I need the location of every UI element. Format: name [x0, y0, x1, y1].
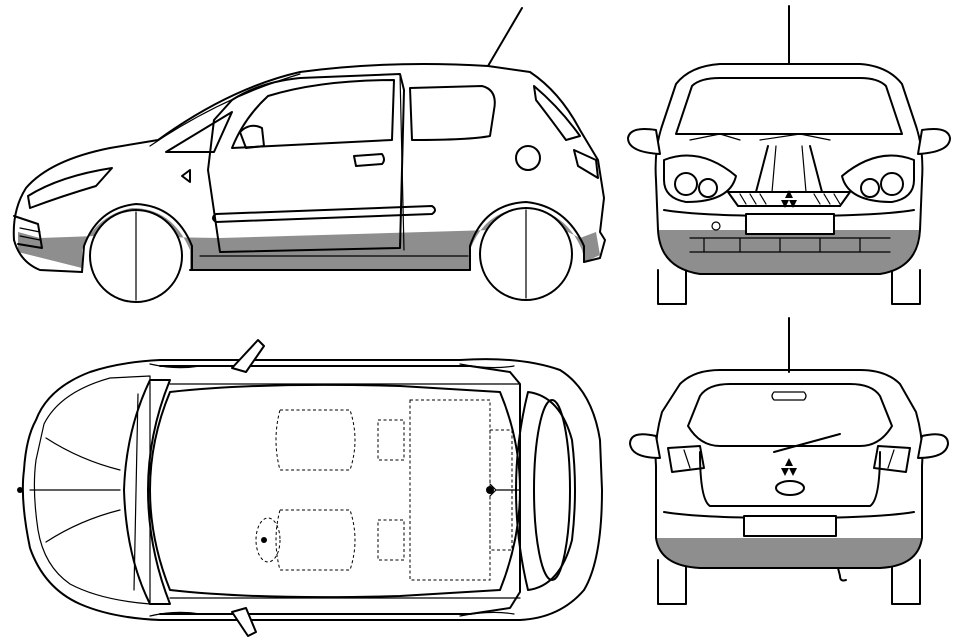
top-view: [17, 339, 603, 637]
front-view: [627, 5, 951, 305]
rear-view: [629, 317, 949, 605]
side-view: [12, 7, 606, 303]
